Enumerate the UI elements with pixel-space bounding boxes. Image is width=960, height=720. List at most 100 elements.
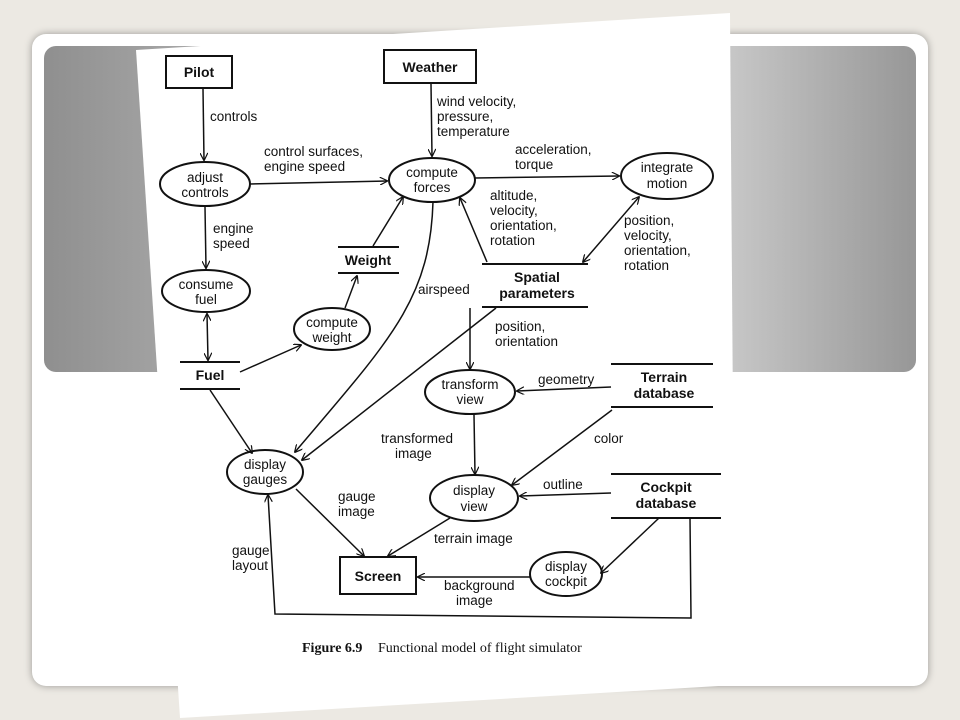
arrow-weight-to-forces	[372, 197, 403, 247]
flow-label-color: color	[594, 431, 624, 446]
store-terrain-line1: Terrain	[641, 369, 687, 385]
flow-label-altitude-2: velocity,	[490, 203, 538, 218]
process-display-cockpit-line2: cockpit	[545, 574, 587, 589]
flow-label-wind-2: pressure,	[437, 109, 493, 124]
flow-label-outline: outline	[543, 477, 583, 492]
process-compute-weight-line1: compute	[306, 315, 358, 330]
flow-label-transformed-1: transformed	[381, 431, 453, 446]
arrow-terrain-to-display-view	[512, 409, 613, 485]
flow-label-controls: controls	[210, 109, 258, 124]
process-compute-weight-line2: weight	[311, 330, 351, 345]
arrow-integrate-spatial	[583, 197, 639, 262]
arrow-cockpit-to-display-cockpit	[601, 517, 660, 573]
flow-label-transformed-2: image	[395, 446, 432, 461]
flow-label-control-surfaces-2: engine speed	[264, 159, 345, 174]
flow-label-altitude-1: altitude,	[490, 188, 537, 203]
flow-label-engine-1: engine	[213, 221, 254, 236]
actor-screen-label: Screen	[355, 568, 402, 584]
arrow-forces-to-integrate	[474, 176, 619, 178]
arrow-forces-to-gauges	[295, 201, 434, 452]
process-display-view: display view	[429, 474, 519, 522]
process-transform-line2: view	[456, 392, 483, 407]
process-integrate-line1: integrate	[641, 160, 694, 175]
arrow-spatial-to-forces	[460, 198, 488, 263]
process-display-gauges-line1: display	[244, 457, 286, 472]
process-transform-view: transform view	[424, 369, 516, 415]
flow-label-control-surfaces-1: control surfaces,	[264, 144, 363, 159]
flow-label-engine-2: speed	[213, 236, 250, 251]
paper-sheet	[136, 13, 735, 718]
store-fuel-label: Fuel	[196, 367, 225, 383]
arrow-pilot-to-adjust	[203, 88, 204, 160]
actor-pilot: Pilot	[165, 55, 233, 89]
process-compute-forces: compute forces	[388, 157, 476, 203]
flow-label-wind-3: temperature	[437, 124, 510, 139]
process-display-gauges: display gauges	[226, 449, 304, 495]
process-consume-line2: fuel	[195, 292, 217, 307]
process-display-view-line2: view	[460, 499, 487, 514]
process-display-gauges-line2: gauges	[243, 472, 288, 487]
arrow-adjust-to-forces	[249, 181, 387, 184]
arrow-display-view-to-screen	[388, 517, 451, 556]
arrow-cockpit-to-display-view	[520, 493, 612, 496]
flow-label-background-1: background	[444, 578, 515, 593]
process-compute-forces-line2: forces	[414, 180, 451, 195]
store-cockpit-line2: database	[636, 495, 697, 511]
flow-label-position-orient-1: position,	[495, 319, 545, 334]
process-transform-line1: transform	[441, 377, 498, 392]
store-spatial-line1: Spatial	[514, 269, 560, 285]
actor-pilot-label: Pilot	[184, 64, 215, 80]
actor-weather-label: Weather	[403, 59, 459, 75]
flow-label-wind-1: wind velocity,	[436, 94, 516, 109]
process-consume-fuel: consume fuel	[161, 269, 251, 313]
arrow-fuel-to-compute-weight	[239, 345, 301, 373]
flow-label-altitude-4: rotation	[490, 233, 535, 248]
arrow-fuel-to-gauges	[209, 389, 252, 453]
figure-caption: Figure 6.9 Functional model of flight si…	[302, 641, 582, 656]
arrow-terrain-to-transform	[517, 386, 612, 391]
arrow-gauges-to-screen	[295, 488, 364, 556]
flow-label-gauge-layout-2: layout	[232, 558, 268, 573]
figure-number: Figure 6.9	[302, 641, 362, 656]
process-adjust-line2: controls	[181, 185, 229, 200]
store-weight: Weight	[338, 246, 399, 274]
process-integrate-motion: integrate motion	[620, 152, 714, 200]
actor-weather: Weather	[383, 49, 477, 84]
store-terrain-database: Terrain database	[611, 363, 713, 408]
flow-label-accel-2: torque	[515, 157, 553, 172]
arrow-transform-to-display-view	[474, 414, 475, 474]
flow-label-gauge-layout-1: gauge	[232, 543, 270, 558]
flow-label-position-right-4: rotation	[624, 258, 669, 273]
store-spatial-line2: parameters	[499, 285, 575, 301]
flow-label-position-right-3: orientation,	[624, 243, 691, 258]
flow-arrows	[203, 83, 692, 619]
arrow-cockpit-to-gauges	[268, 495, 692, 619]
process-compute-forces-line1: compute	[406, 165, 458, 180]
arrow-adjust-to-consume	[205, 206, 206, 268]
actor-screen: Screen	[339, 556, 417, 595]
flow-label-terrain-image: terrain image	[434, 531, 513, 546]
store-spatial-parameters: Spatial parameters	[482, 263, 588, 308]
store-terrain-line2: database	[634, 385, 695, 401]
flow-label-altitude-3: orientation,	[490, 218, 557, 233]
flow-label-position-orient-2: orientation	[495, 334, 558, 349]
arrow-compute-weight-to-weight	[344, 276, 357, 309]
flow-label-background-2: image	[456, 593, 493, 608]
process-compute-weight: compute weight	[293, 307, 371, 351]
process-display-view-line1: display	[453, 483, 495, 498]
store-fuel: Fuel	[180, 361, 240, 390]
flow-label-accel-1: acceleration,	[515, 142, 592, 157]
process-adjust-line1: adjust	[187, 170, 223, 185]
process-adjust-controls: adjust controls	[159, 161, 251, 207]
arrow-spatial-to-gauges	[302, 307, 497, 460]
flow-label-position-right-1: position,	[624, 213, 674, 228]
flow-label-gauge-image-2: image	[338, 504, 375, 519]
process-display-cockpit-line1: display	[545, 559, 587, 574]
flow-label-gauge-image-1: gauge	[338, 489, 376, 504]
process-consume-line1: consume	[179, 277, 234, 292]
flow-label-geometry: geometry	[538, 372, 595, 387]
store-cockpit-database: Cockpit database	[611, 473, 721, 519]
flow-label-airspeed: airspeed	[418, 282, 470, 297]
flow-label-position-right-2: velocity,	[624, 228, 672, 243]
